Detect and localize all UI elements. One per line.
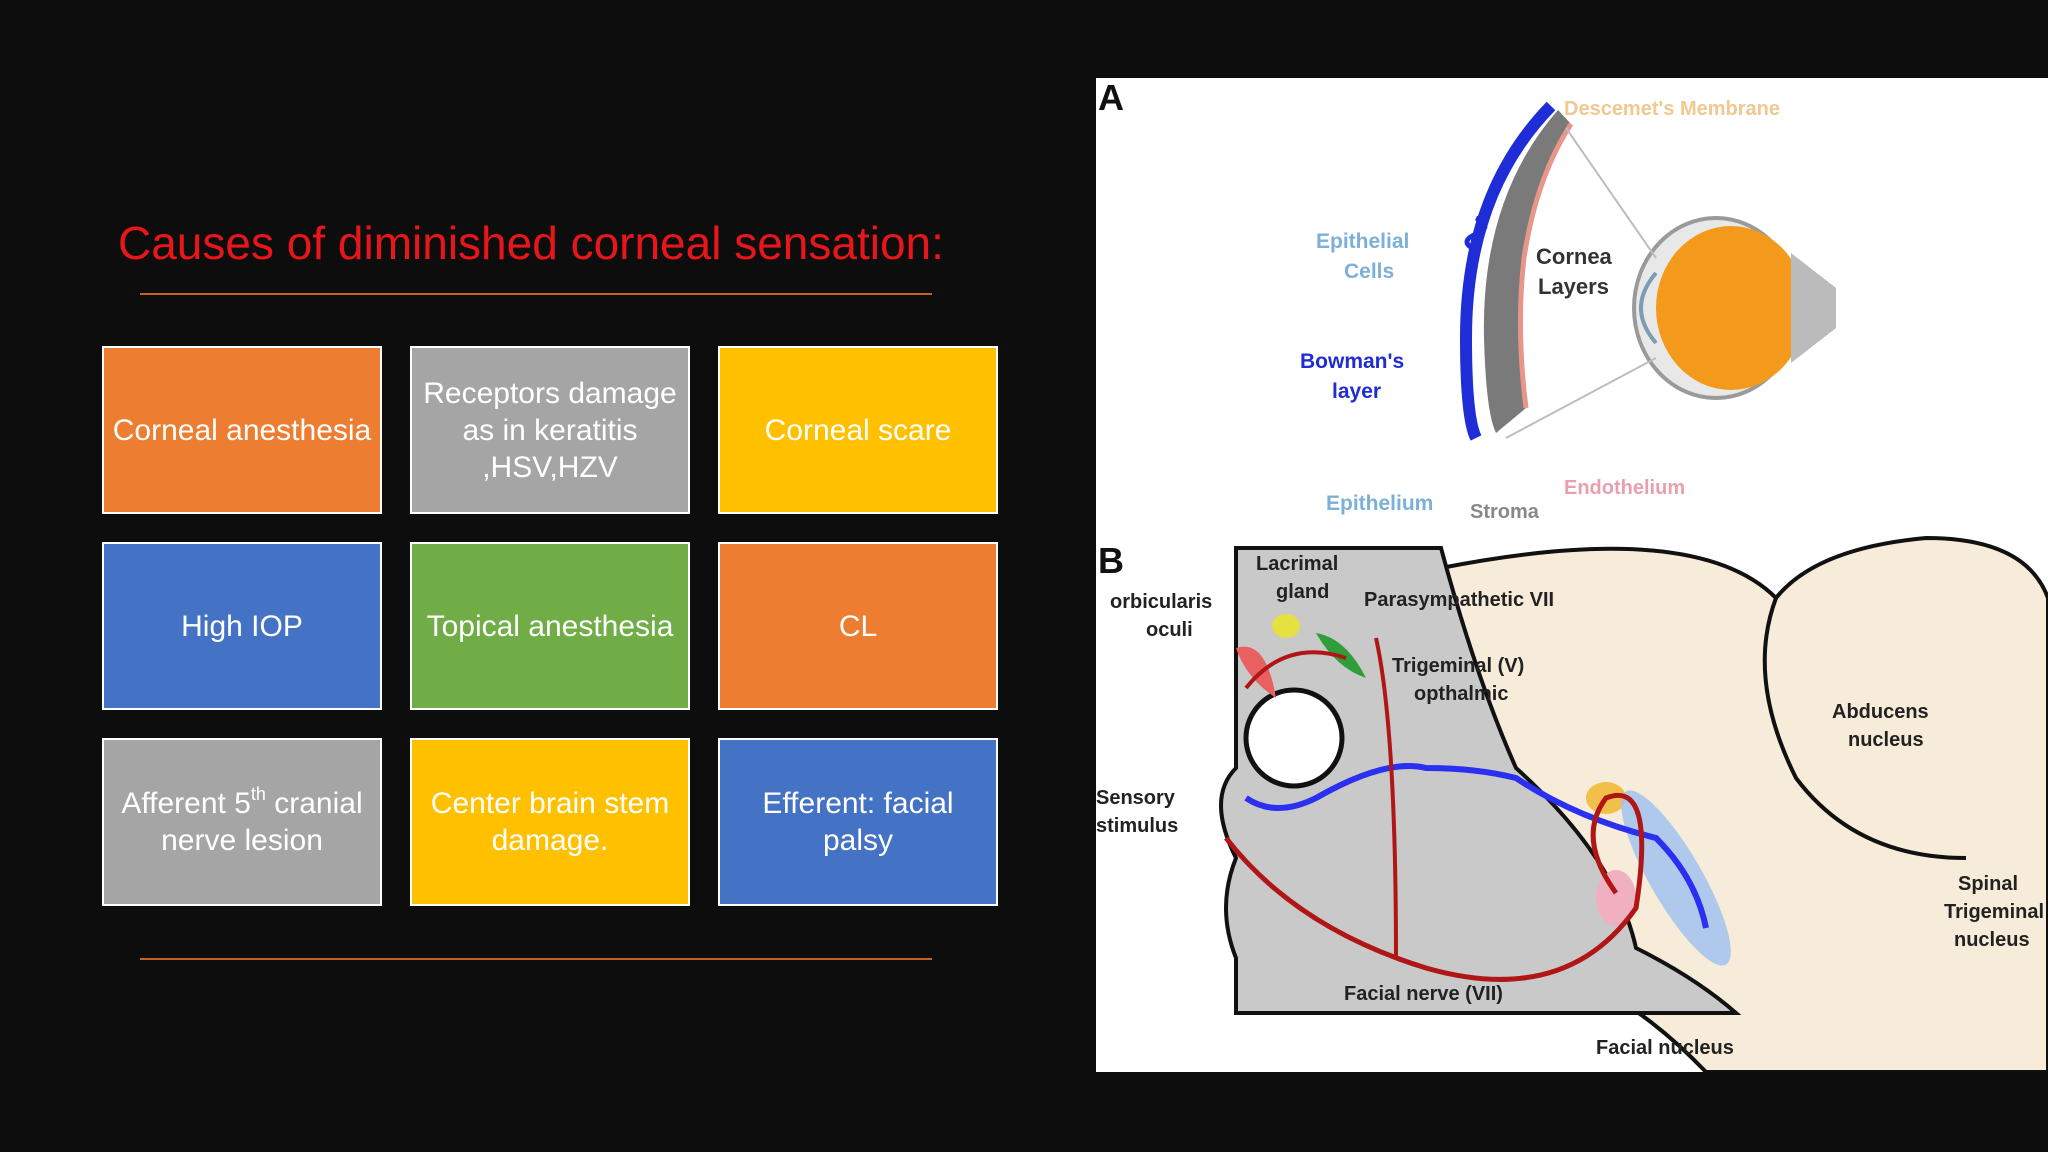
cause-text: Topical anesthesia <box>426 609 674 643</box>
facial-nucleus <box>1596 870 1636 926</box>
trigeminal-label: Trigeminal (V) <box>1392 655 1524 677</box>
lacrimal-label: Lacrimal <box>1256 553 1338 575</box>
cause-box-high-iop: High IOP <box>102 542 382 710</box>
stroma-layer <box>1483 110 1571 433</box>
abducens-label-2: nucleus <box>1848 729 1924 751</box>
endothelium-label: Endothelium <box>1564 477 1685 499</box>
trigeminal-label-2: opthalmic <box>1414 683 1508 705</box>
lacrimal-label-2: gland <box>1276 581 1329 603</box>
panel-a-letter: A <box>1098 78 1124 118</box>
cause-box-topical-anesthesia: Topical anesthesia <box>410 542 690 710</box>
cause-text: CL <box>838 609 878 643</box>
orbicularis-muscle <box>1236 646 1276 698</box>
efferent-orbicularis-pathway <box>1244 650 1347 690</box>
cause-text: Center brain stem damage. <box>430 787 670 857</box>
facial-nerve-label: Facial nerve (VII) <box>1344 983 1503 1005</box>
cause-text: Receptors damage as in keratitis ,HSV,HZ… <box>423 376 677 484</box>
orbicularis-label: orbicularis <box>1110 591 1212 613</box>
optic-nerve <box>1791 253 1836 363</box>
epithelial-cells-label: Epithelial <box>1316 230 1409 253</box>
efferent-lacrimal-pathway <box>1374 637 1398 959</box>
cause-text: Corneal anesthesia <box>112 413 372 447</box>
cornea-layers-label: Cornea <box>1536 244 1613 269</box>
lacrimal-gland <box>1272 614 1300 638</box>
cause-text-part: cranial nerve lesion <box>161 787 363 857</box>
cause-box-facial-palsy: Efferent: facial palsy <box>718 738 998 906</box>
epithelium-label: Epithelium <box>1326 492 1433 515</box>
spinal-label-2: Trigeminal <box>1944 901 2044 923</box>
descemet-label: Descemet's Membrane <box>1564 98 1780 120</box>
anatomy-figure: A Descemet's Membrane Epithelial Cells C… <box>1096 78 2048 1072</box>
epithelial-cells-label-2: Cells <box>1344 260 1394 283</box>
cause-text: Efferent: facial palsy <box>762 787 954 857</box>
sensory-label-2: stimulus <box>1096 815 1178 837</box>
orbicularis-label-2: oculi <box>1146 619 1193 641</box>
stroma-label: Stroma <box>1470 501 1540 523</box>
brain-fold <box>1762 597 1967 860</box>
efferent-facial-pathway <box>1224 792 1645 982</box>
cause-box-cl: CL <box>718 542 998 710</box>
cause-text-part: Afferent 5 <box>121 787 251 820</box>
bowmans-label: Bowman's <box>1300 350 1404 373</box>
epithelial-folds <box>1464 215 1488 253</box>
title-divider <box>140 293 932 295</box>
cause-box-brain-stem-damage: Center brain stem damage. <box>410 738 690 906</box>
cornea-layers-label-2: Layers <box>1538 274 1609 299</box>
afferent-pathway <box>1244 763 1709 929</box>
eye-cornea <box>1639 271 1658 345</box>
spinal-label-3: nucleus <box>1954 929 2030 951</box>
cause-box-corneal-anesthesia: Corneal anesthesia <box>102 346 382 514</box>
endothelium-layer <box>1517 122 1574 409</box>
abducens-label: Abducens <box>1832 701 1929 723</box>
cause-text: High IOP <box>181 609 303 643</box>
superscript: th <box>250 784 266 804</box>
zoom-line-bottom <box>1505 357 1657 439</box>
cause-box-receptors-damage: Receptors damage as in keratitis ,HSV,HZ… <box>410 346 690 514</box>
bottom-divider <box>140 958 932 960</box>
slide-title: Causes of diminished corneal sensation: <box>118 217 944 269</box>
cause-text: Afferent 5th cranial nerve lesion <box>112 785 372 859</box>
facial-nucleus-label: Facial nucleus <box>1596 1037 1734 1059</box>
sensory-label: Sensory <box>1096 787 1176 809</box>
eye-orbit <box>1243 687 1345 789</box>
parasympathetic-label: Parasympathetic VII <box>1364 589 1554 611</box>
cause-box-afferent-lesion: Afferent 5th cranial nerve lesion <box>102 738 382 906</box>
anatomy-diagram: A Descemet's Membrane Epithelial Cells C… <box>1096 78 2048 1072</box>
eye-orange <box>1656 226 1806 390</box>
cause-text: Corneal scare <box>764 413 952 447</box>
cause-box-corneal-scare: Corneal scare <box>718 346 998 514</box>
zoom-line-top <box>1565 127 1657 259</box>
corneal-epithelium-layer <box>1459 101 1556 441</box>
panel-b-letter: B <box>1098 540 1124 581</box>
spinal-label: Spinal <box>1958 873 2018 895</box>
bowmans-label-2: layer <box>1332 380 1381 403</box>
